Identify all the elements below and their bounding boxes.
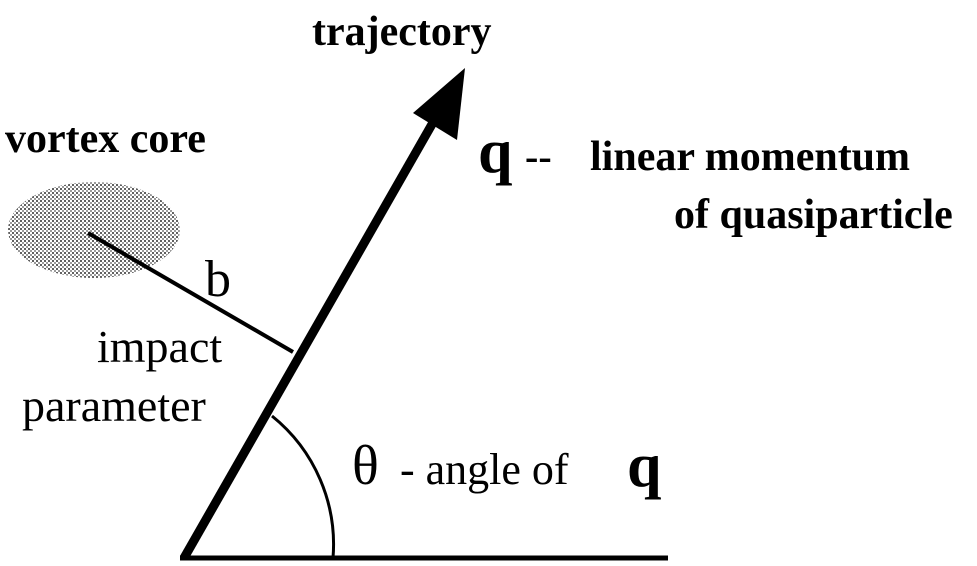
impact-label-line2: parameter	[22, 380, 206, 431]
momentum-label-line2: of quasiparticle	[674, 192, 953, 238]
impact-label-line1: impact	[97, 321, 222, 372]
q-separator: --	[525, 134, 552, 179]
impact-parameter-line	[86, 231, 295, 354]
momentum-label-line1: linear momentum	[590, 134, 910, 180]
vortex-core-label: vortex core	[5, 116, 206, 162]
theta-symbol: θ	[352, 435, 379, 497]
trajectory-arrow-shaft	[180, 102, 447, 561]
trajectory-arrowhead	[413, 68, 465, 140]
q-momentum-symbol: q	[478, 118, 512, 186]
angle-arc	[271, 414, 336, 559]
vortex-core-ellipse	[8, 182, 180, 278]
trajectory-label: trajectory	[312, 9, 492, 55]
impact-parameter-symbol: b	[205, 251, 231, 308]
q-angle-symbol: q	[627, 432, 661, 500]
angle-label: - angle of	[400, 445, 569, 494]
